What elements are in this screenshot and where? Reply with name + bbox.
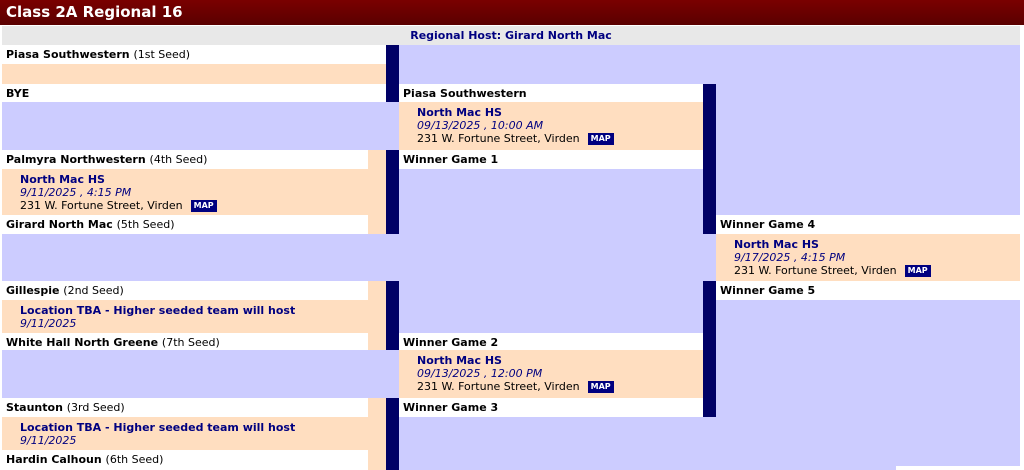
- round2-slot-2: Winner Game 1: [399, 150, 703, 169]
- round1-slot-4: Girard North Mac (5th Seed): [2, 215, 368, 234]
- game-3-datetime: 9/11/2025: [20, 434, 77, 447]
- game-6-datetime: 9/17/2025 , 4:15 PM: [734, 251, 846, 264]
- game-6-info: North Mac HS 9/17/2025 , 4:15 PM 231 W. …: [716, 234, 1020, 281]
- round2-slot-1: Piasa Southwestern: [399, 84, 703, 102]
- game-5-map-link[interactable]: MAP: [587, 381, 614, 393]
- game-2-info: Location TBA - Higher seeded team will h…: [2, 300, 386, 333]
- game-4-site: North Mac HS: [417, 106, 502, 119]
- game-6-map-link[interactable]: MAP: [904, 265, 931, 277]
- round1-slot-5-cap: [368, 281, 386, 300]
- round1-slot-3: Palmyra Northwestern (4th Seed): [2, 150, 368, 169]
- round1-slot-8-cap: [368, 450, 386, 470]
- game-6-address: 231 W. Fortune Street, Virden: [734, 264, 897, 277]
- bracket-connector: [386, 398, 399, 470]
- round1-slot-3-cap: [368, 150, 386, 169]
- bracket-background-left-1: [2, 102, 386, 150]
- game-5-datetime: 09/13/2025 , 12:00 PM: [417, 367, 543, 380]
- round1-slot-4-cap: [368, 215, 386, 234]
- round1-slot-7-cap: [368, 398, 386, 417]
- game-4-address: 231 W. Fortune Street, Virden: [417, 132, 580, 145]
- round1-slot-6: White Hall North Greene (7th Seed): [2, 333, 368, 350]
- bracket-connector: [386, 45, 399, 102]
- bracket-bottom-edge: [896, 466, 1020, 470]
- final-slot-1: Winner Game 4: [716, 215, 1020, 234]
- game-3-info: Location TBA - Higher seeded team will h…: [2, 417, 386, 450]
- round1-slot-1: Piasa Southwestern (1st Seed): [2, 45, 386, 64]
- game-1-datetime: 9/11/2025 , 4:15 PM: [20, 186, 132, 199]
- round1-slot-5: Gillespie (2nd Seed): [2, 281, 368, 300]
- round1-spacer-1: [2, 64, 386, 84]
- round2-slot-3: Winner Game 2: [399, 333, 703, 350]
- bracket-connector: [386, 150, 399, 234]
- bracket-connector: [703, 281, 716, 417]
- game-1-info: North Mac HS 9/11/2025 , 4:15 PM 231 W. …: [2, 169, 386, 215]
- round1-slot-8: Hardin Calhoun (6th Seed): [2, 450, 368, 470]
- game-1-map-link[interactable]: MAP: [190, 200, 217, 212]
- game-2-site: Location TBA - Higher seeded team will h…: [20, 304, 296, 317]
- game-4-map-link[interactable]: MAP: [587, 133, 614, 145]
- round1-slot-2: BYE: [2, 84, 386, 102]
- game-4-datetime: 09/13/2025 , 10:00 AM: [417, 119, 544, 132]
- bracket-background-left-3: [2, 350, 386, 398]
- bracket-connector: [703, 84, 716, 234]
- game-1-site: North Mac HS: [20, 173, 105, 186]
- round1-slot-6-cap: [368, 333, 386, 350]
- game-5-address: 231 W. Fortune Street, Virden: [417, 380, 580, 393]
- round2-slot-4: Winner Game 3: [399, 398, 703, 417]
- round1-slot-7: Staunton (3rd Seed): [2, 398, 368, 417]
- game-5-info: North Mac HS 09/13/2025 , 12:00 PM 231 W…: [399, 350, 703, 398]
- game-4-info: North Mac HS 09/13/2025 , 10:00 AM 231 W…: [399, 102, 703, 150]
- game-2-datetime: 9/11/2025: [20, 317, 77, 330]
- final-slot-2: Winner Game 5: [716, 281, 1020, 300]
- game-5-site: North Mac HS: [417, 354, 502, 367]
- game-3-site: Location TBA - Higher seeded team will h…: [20, 421, 296, 434]
- regional-host: Regional Host: Girard North Mac: [2, 26, 1020, 45]
- game-6-site: North Mac HS: [734, 238, 819, 251]
- game-1-address: 231 W. Fortune Street, Virden: [20, 199, 183, 212]
- bracket-connector: [386, 281, 399, 350]
- page-title: Class 2A Regional 16: [0, 0, 1024, 25]
- bracket-background-left-2: [2, 234, 386, 281]
